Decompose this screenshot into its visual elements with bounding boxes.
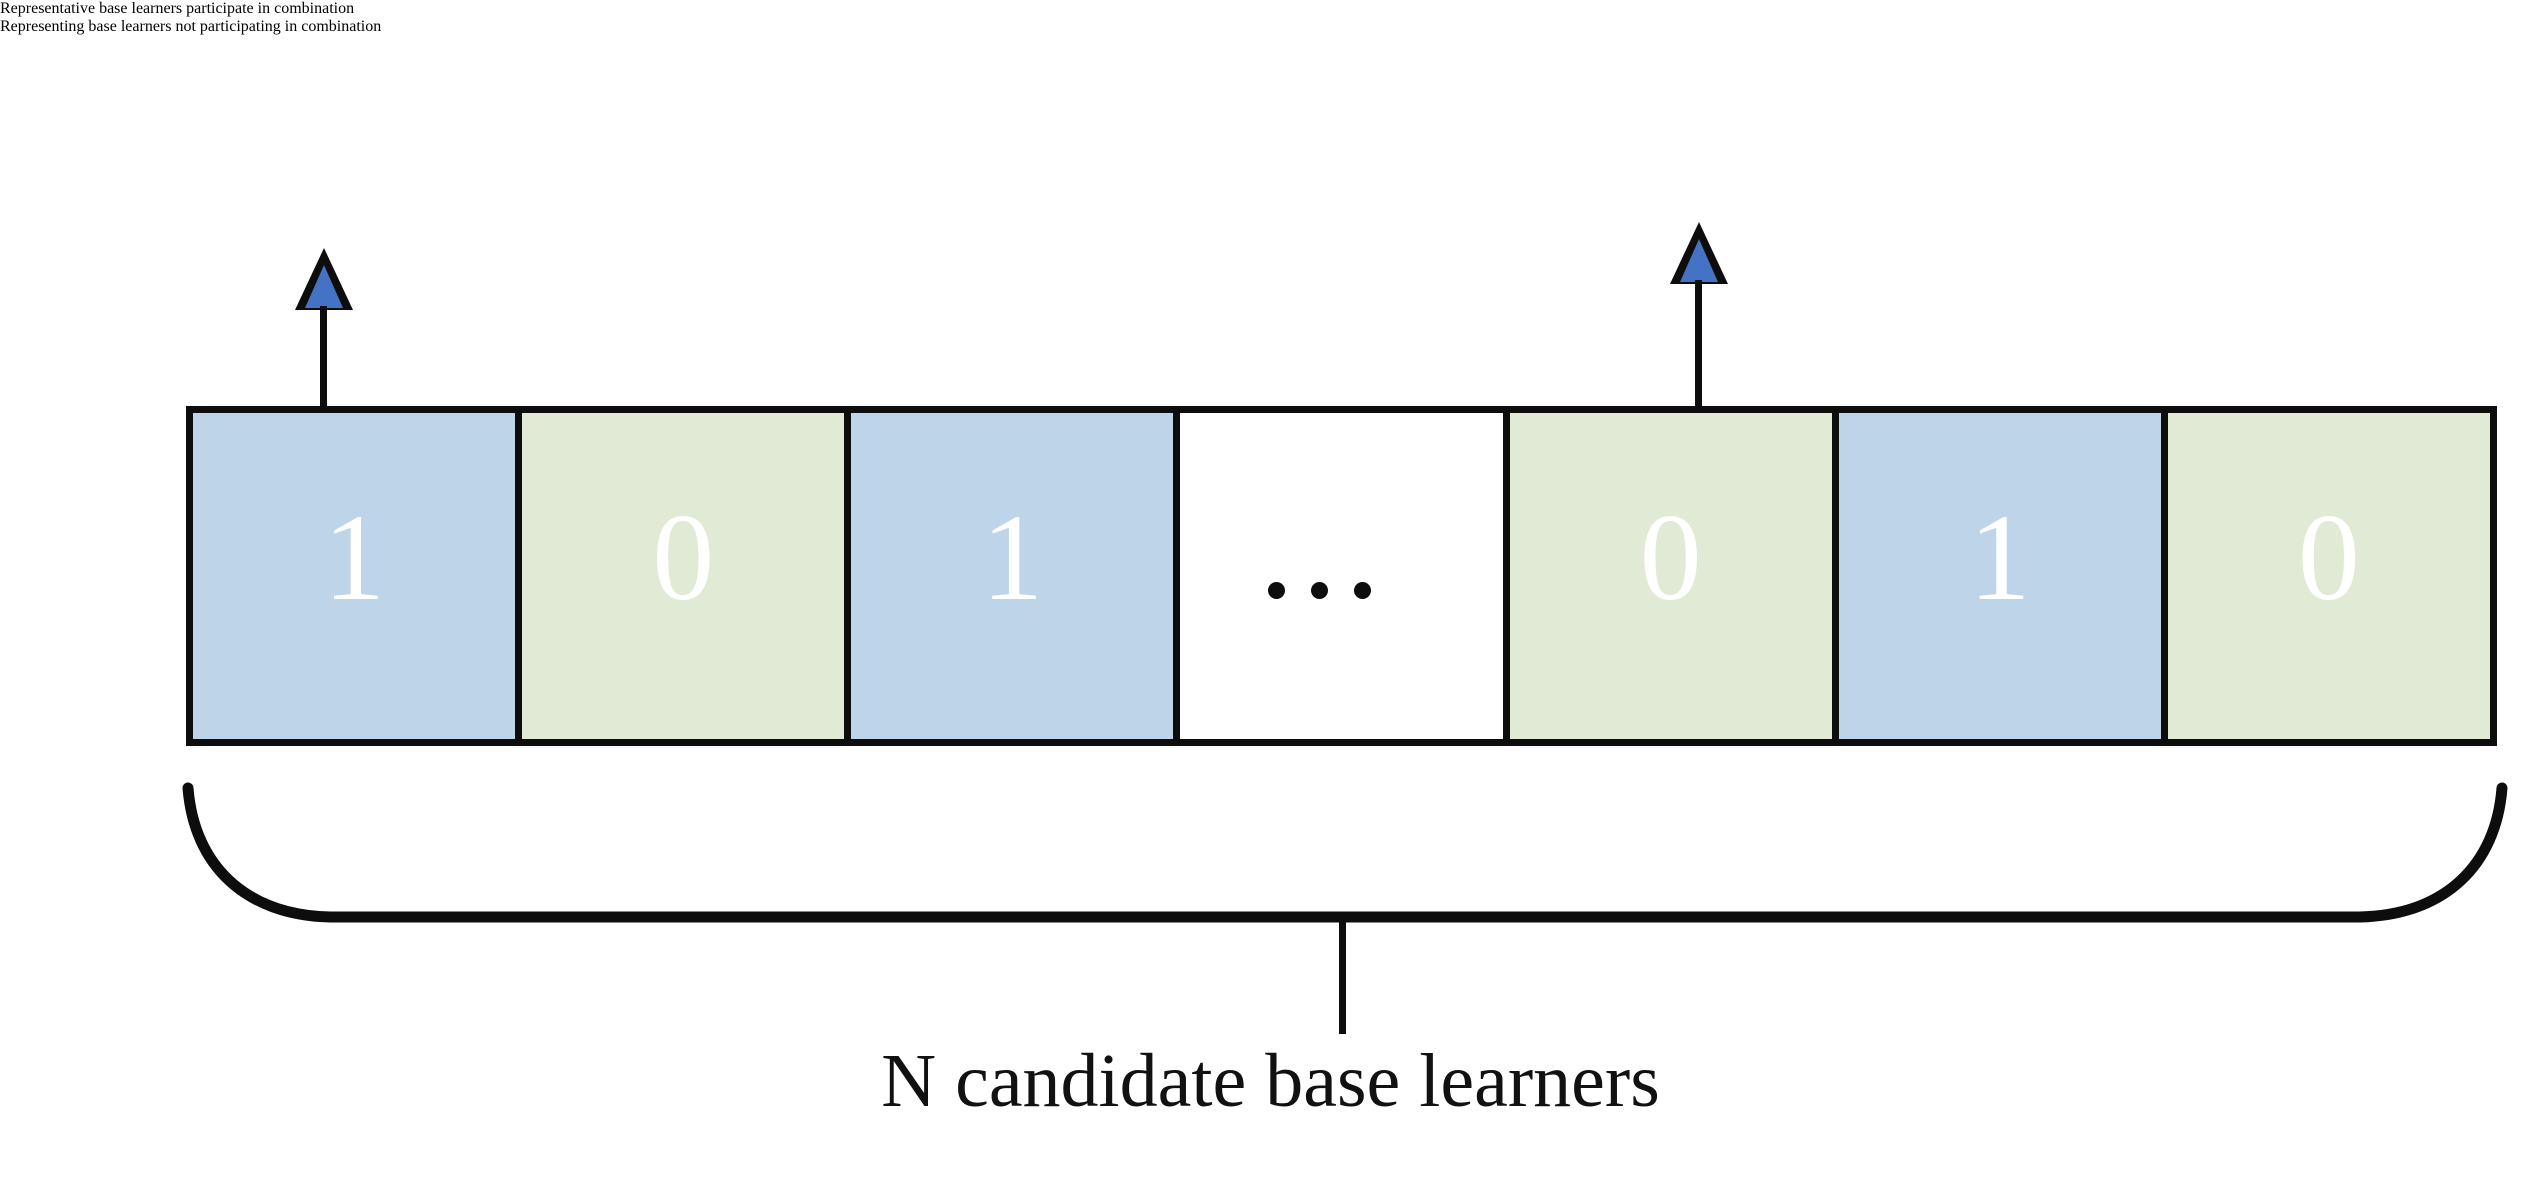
callout-label-representative: Representative base learners participate… [0, 0, 355, 17]
arrow-head-fill-icon [1679, 239, 1718, 282]
bit-value: 0 [652, 489, 715, 626]
bit-value: 0 [2297, 489, 2360, 626]
arrow-stem [1695, 280, 1702, 416]
bit-value: 1 [1968, 489, 2031, 626]
brace-path [182, 782, 2508, 923]
bit-value: 1 [323, 489, 386, 626]
bit-vector-row: 1 0 1 0 1 0 [186, 406, 2497, 746]
bit-cell[interactable]: 0 [2167, 413, 2490, 739]
brace-stem [1339, 912, 1346, 1034]
bit-cell-ellipsis [1180, 413, 1510, 739]
figure-caption: N candidate base learners [881, 1039, 1660, 1123]
arrow-to-unselected-bit [1669, 222, 1728, 416]
bit-cell[interactable]: 0 [522, 413, 852, 739]
bit-cell[interactable]: 0 [1509, 413, 1839, 739]
bit-cell[interactable]: 1 [193, 413, 523, 739]
bit-cell[interactable]: 1 [1838, 413, 2168, 739]
ellipsis-icon [1267, 581, 1371, 599]
callout-label-non-participating: Representing base learners not participa… [0, 18, 382, 35]
arrow-head-fill-icon [304, 265, 343, 308]
arrow-to-selected-bit [294, 248, 353, 416]
bit-value: 0 [1639, 489, 1702, 626]
bit-cell[interactable]: 1 [851, 413, 1181, 739]
arrow-stem [320, 306, 327, 416]
bit-value: 1 [981, 489, 1044, 626]
